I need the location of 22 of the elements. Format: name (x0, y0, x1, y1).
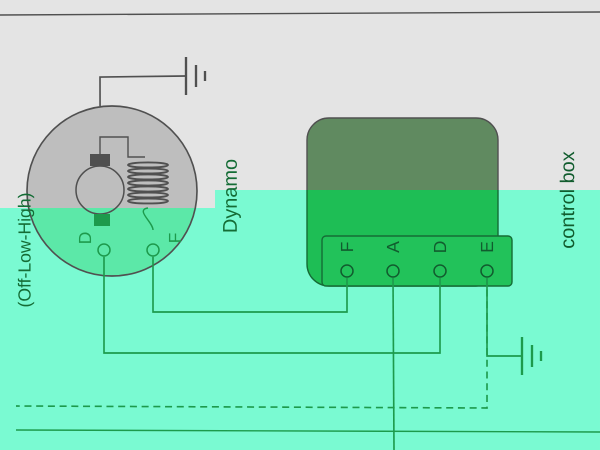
wire (392, 278, 395, 450)
node-label: E (480, 242, 494, 252)
node-label: F (168, 233, 182, 242)
ground-symbol (184, 57, 206, 95)
terminal: D (78, 232, 111, 257)
wire (103, 256, 441, 354)
node-label: D (78, 232, 92, 243)
wire (99, 75, 186, 106)
node-label: F (340, 242, 354, 251)
wire (16, 278, 488, 409)
switch-label: (Off-Low-High) (18, 194, 34, 306)
terminal: A (386, 241, 400, 278)
node-label: control box (560, 152, 574, 248)
terminal: D (433, 242, 447, 278)
terminal: E (480, 242, 494, 278)
terminal: F (146, 233, 182, 257)
ground-symbol (520, 337, 542, 375)
node-label: A (386, 241, 400, 253)
terminal: F (340, 242, 354, 278)
node-label: D (434, 241, 446, 252)
node-label: Dynamo (223, 160, 241, 232)
wire (152, 256, 348, 313)
